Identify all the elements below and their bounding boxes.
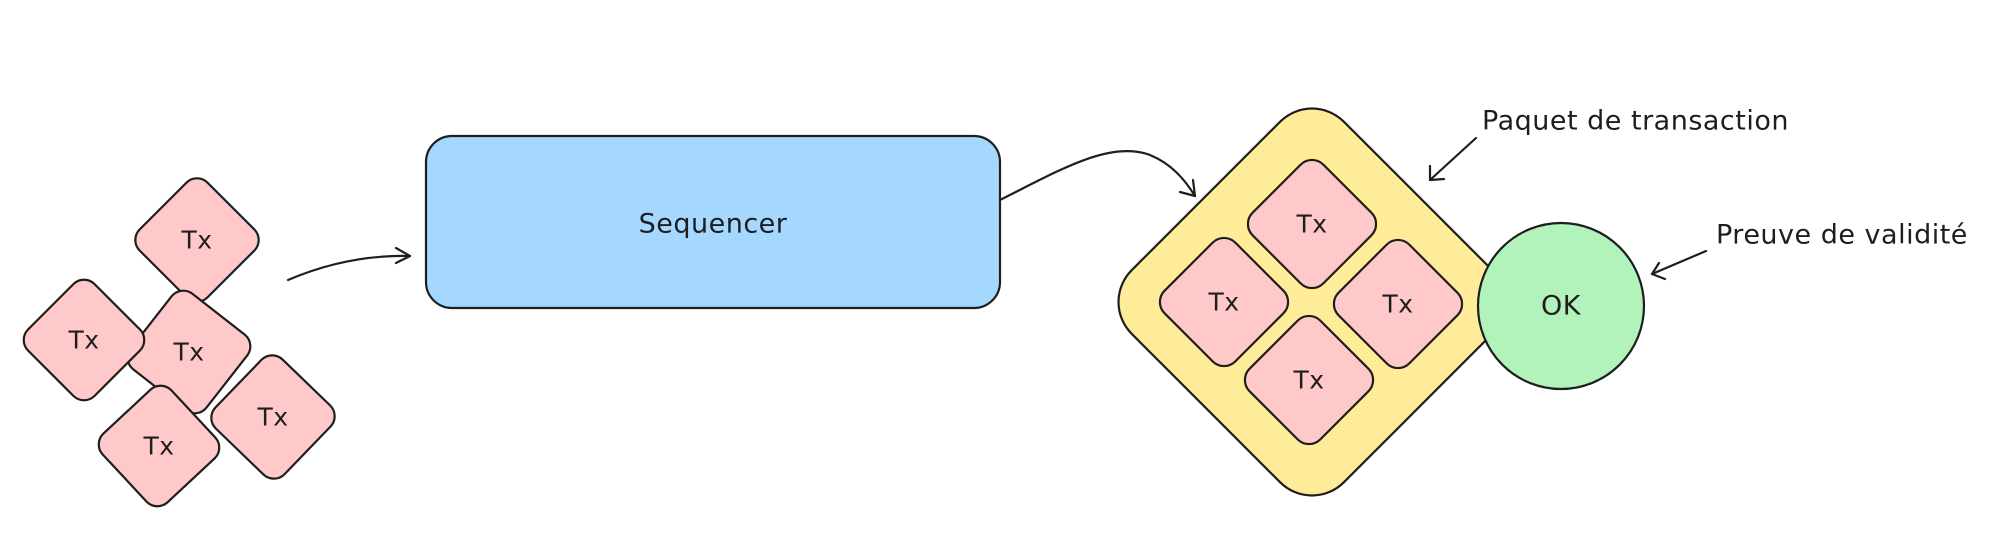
transaction-card: Tx xyxy=(1246,158,1378,290)
transaction-label: Tx xyxy=(1292,366,1324,395)
transaction-card: Tx xyxy=(1158,236,1290,368)
proof-label: OK xyxy=(1541,291,1582,322)
batch-annotation: Paquet de transaction xyxy=(1428,106,1789,182)
transaction-card: Tx xyxy=(97,384,221,508)
validity-proof: OK xyxy=(1476,221,1646,391)
batch-annotation-text: Paquet de transaction xyxy=(1482,106,1789,137)
transaction-card: Tx xyxy=(210,354,336,480)
transaction-label: Tx xyxy=(180,226,212,255)
arrow-to-batch xyxy=(998,150,1197,202)
transaction-label: Tx xyxy=(256,403,288,432)
transaction-card: Tx xyxy=(22,278,146,402)
arrow-to-sequencer xyxy=(286,246,412,282)
transaction-label: Tx xyxy=(1381,290,1413,319)
transaction-label: Tx xyxy=(1207,288,1239,317)
transaction-label: Tx xyxy=(1295,210,1327,239)
transaction-card: Tx xyxy=(126,289,252,415)
sequencer-box: Sequencer xyxy=(424,134,1002,310)
transaction-card: Tx xyxy=(1332,238,1464,370)
incoming-transactions: Tx Tx Tx Tx Tx xyxy=(22,177,336,508)
transaction-card: Tx xyxy=(1243,314,1375,446)
transaction-label: Tx xyxy=(142,432,174,461)
transaction-batch: Tx Tx Tx Tx xyxy=(1117,107,1507,497)
sequencer-label: Sequencer xyxy=(639,209,788,240)
transaction-label: Tx xyxy=(172,338,204,367)
transaction-card: Tx xyxy=(134,177,260,303)
proof-annotation-text: Preuve de validité xyxy=(1716,220,1968,251)
transaction-label: Tx xyxy=(67,326,99,355)
proof-annotation: Preuve de validité xyxy=(1650,220,1968,281)
